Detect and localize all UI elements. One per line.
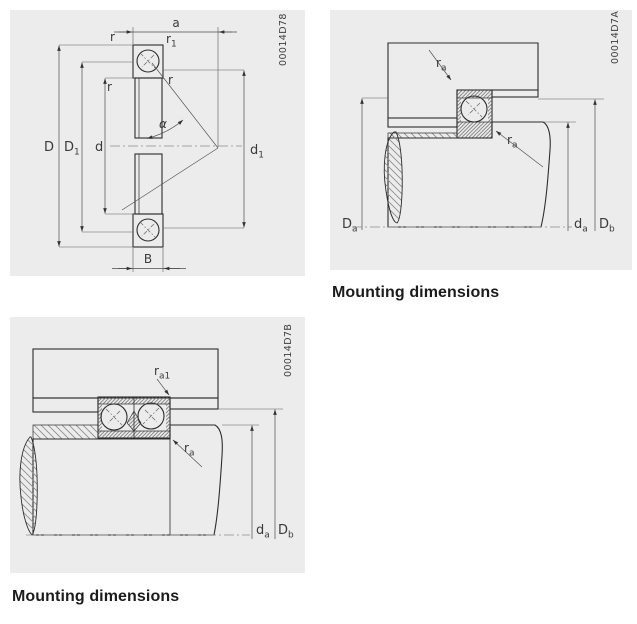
label-D: D [44, 140, 54, 155]
figure-code: 00014D7A [610, 11, 621, 64]
shaft-seat-strip [32, 424, 99, 440]
dim-d1: d1 [163, 69, 264, 229]
contact-angle-lines: α [121, 62, 219, 211]
ball-left [100, 403, 128, 431]
label-ra-top: ra [436, 56, 446, 74]
dim-a: a [114, 16, 237, 147]
figure-code: 00014D78 [278, 13, 289, 66]
label-a: a [172, 16, 179, 30]
label-Da: Da [342, 217, 358, 235]
alpha-arc [146, 119, 184, 139]
ball-upper [136, 49, 160, 73]
caption-mounting-double: Mounting dimensions [12, 588, 180, 605]
label-Db: Db [278, 523, 294, 541]
label-ra1: ra1 [154, 364, 170, 382]
ball-right [137, 402, 165, 430]
label-B: B [144, 252, 152, 266]
dim-B: B [112, 248, 186, 272]
bearing-section-diagram: 00014D78 [10, 10, 305, 276]
ra-callout: ra [172, 439, 203, 468]
dim-D1: D1 [64, 61, 133, 233]
dim-Da: Da [342, 97, 388, 235]
shaft-section [383, 121, 551, 228]
ra-bottom-callout: ra [495, 130, 544, 168]
bearing-section [456, 89, 493, 139]
panel-mounting-single: 00014D7A [330, 10, 632, 270]
label-r-right: r [168, 73, 173, 87]
dim-Db: Db [538, 98, 615, 235]
dim-da: da [544, 121, 588, 235]
ra-top-callout: ra [428, 49, 452, 81]
mounting-single-diagram: 00014D7A [330, 10, 632, 270]
label-Db: Db [599, 217, 615, 235]
label-da: da [256, 523, 270, 541]
label-d1: d1 [250, 143, 264, 161]
dim-D: D [44, 44, 133, 248]
figure-code: 00014D7B [283, 324, 294, 377]
bearing-lower-section [132, 153, 164, 248]
shaft-break-section [383, 131, 403, 224]
label-D1: D1 [64, 140, 80, 158]
label-r1: r1 [166, 32, 177, 50]
label-da: da [574, 217, 588, 235]
shaft-section [19, 424, 223, 536]
panel-bearing-section: 00014D78 [10, 10, 305, 276]
dim-da: da [222, 424, 270, 541]
label-alpha: α [159, 117, 167, 131]
label-ra-bottom: ra [507, 133, 517, 151]
dim-d: d [95, 77, 135, 215]
dim-Db: Db [218, 408, 294, 541]
label-r-mid: r [107, 80, 112, 94]
ball [460, 95, 488, 123]
mounting-double-diagram: 00014D7B [10, 317, 305, 573]
ra1-callout: ra1 [154, 364, 170, 396]
panel-background [10, 317, 305, 573]
label-ra: ra [184, 441, 194, 459]
panel-mounting-double: 00014D7B [10, 317, 305, 573]
label-r-top: r [110, 30, 115, 44]
ball-lower [136, 218, 160, 242]
caption-mounting-single: Mounting dimensions [332, 284, 500, 301]
label-d: d [95, 140, 103, 155]
bearing-section [97, 396, 171, 439]
